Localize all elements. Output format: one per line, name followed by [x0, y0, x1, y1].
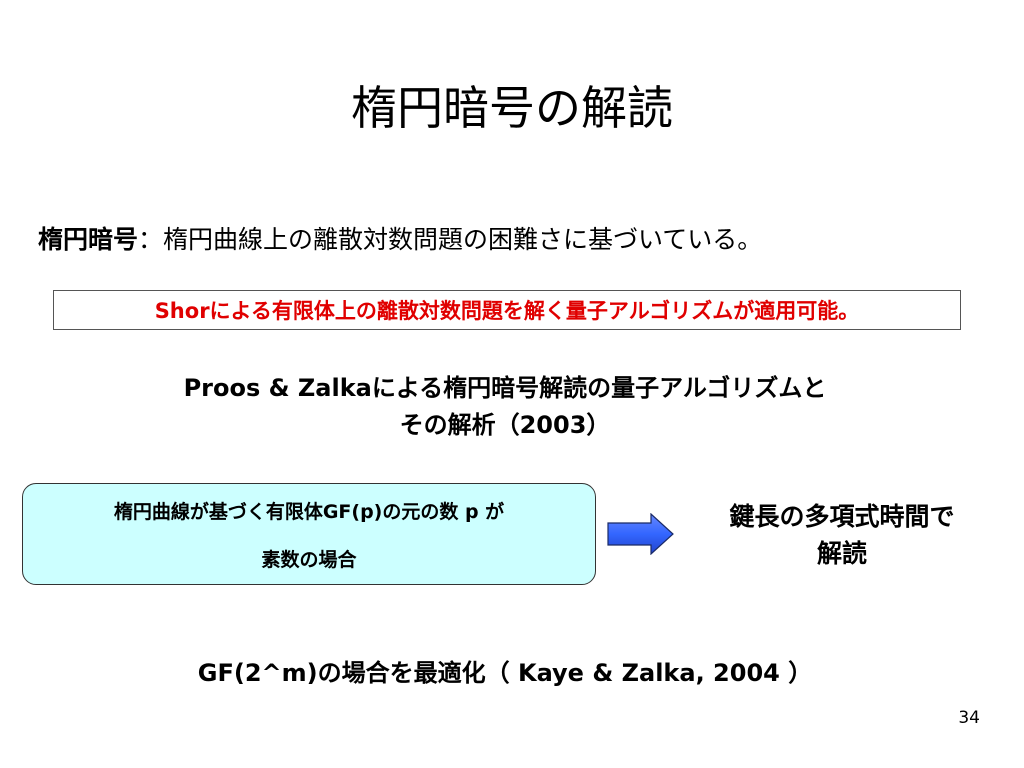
proos-zalka-text: Proos & Zalkaによる楕円暗号解読の量子アルゴリズムと その解析（20… [0, 370, 1010, 444]
definition-text: 楕円曲線上の離散対数問題の困難さに基づいている。 [163, 225, 763, 254]
result-line-1: 鍵長の多項式時間で [729, 502, 955, 531]
definition-term: 楕円暗号 [38, 225, 139, 254]
definition-colon: ： [138, 225, 164, 254]
slide-title: 楕円暗号の解読 [351, 81, 673, 135]
proos-line-2: その解析（2003） [399, 411, 611, 439]
proos-line-1: Proos & Zalkaによる楕円暗号解読の量子アルゴリズムと [183, 374, 827, 402]
result-text: 鍵長の多項式時間で 解読 [672, 498, 1012, 572]
page-number: 34 [958, 708, 980, 728]
condition-line-1: 楕円曲線が基づく有限体GF(p)の元の数 p が [113, 501, 505, 523]
shor-note-box: Shorによる有限体上の離散対数問題を解く量子アルゴリズムが適用可能。 [53, 290, 961, 330]
gf-note: GF(2^m)の場合を最適化（ Kaye & Zalka, 2004 ） [197, 659, 813, 687]
condition-box: 楕円曲線が基づく有限体GF(p)の元の数 p が 素数の場合 [22, 483, 596, 585]
definition-line: 楕円暗号：楕円曲線上の離散対数問題の困難さに基づいている。 [38, 220, 1008, 256]
result-line-2: 解読 [816, 539, 867, 568]
condition-line-2: 素数の場合 [261, 549, 357, 571]
right-arrow-icon [607, 513, 674, 555]
